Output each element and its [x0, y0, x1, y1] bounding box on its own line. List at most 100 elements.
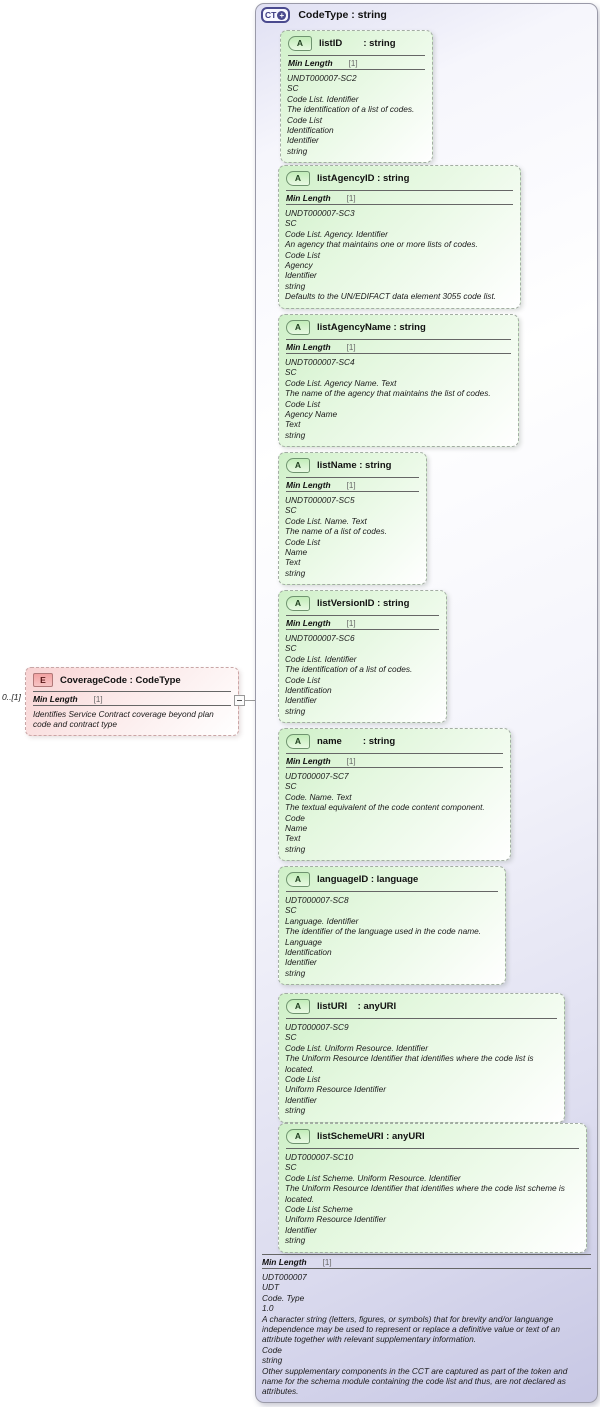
attribute-icon: A: [286, 458, 310, 473]
divider: [286, 491, 419, 492]
attribute-title: listURI : anyURI: [317, 1001, 397, 1012]
attribute-facet-row: Min Length [1]: [279, 191, 520, 204]
facet-value: [1]: [346, 194, 356, 203]
attribute-facet-row: Min Length [1]: [281, 56, 432, 69]
minus-icon: [237, 700, 242, 701]
attribute-title: listName : string: [317, 460, 392, 471]
element-icon: E: [33, 673, 53, 687]
attribute-icon: A: [286, 999, 310, 1014]
attribute-header: A listVersionID : string: [279, 591, 446, 615]
attribute-icon: A: [286, 596, 310, 611]
facet-value: [1]: [93, 695, 103, 704]
cardinality-label: 0..[1]: [2, 692, 21, 702]
codetype-header: CT+ CodeType : string: [261, 7, 387, 23]
facet-name-label: Min Length: [286, 756, 331, 766]
facet-name-label: Min Length: [33, 694, 78, 704]
element-facet-row: Min Length [1]: [26, 692, 238, 705]
facet-value: [1]: [322, 1258, 332, 1267]
divider: [286, 753, 503, 754]
attribute-facet-row: Min Length [1]: [279, 754, 510, 767]
attribute-box-name[interactable]: A name : string Min Length [1] UDT000007…: [278, 728, 511, 862]
divider: [262, 1254, 591, 1255]
divider: [286, 629, 439, 630]
element-header: E CoverageCode : CodeType: [26, 668, 238, 691]
facet-name-label: Min Length: [262, 1257, 307, 1267]
facet-value: [1]: [346, 757, 356, 766]
attribute-facet-row: Min Length [1]: [279, 340, 518, 353]
codetype-facet-row: Min Length [1]: [262, 1255, 591, 1268]
attribute-title: listVersionID : string: [317, 598, 410, 609]
attribute-title: languageID : language: [317, 874, 419, 885]
divider: [33, 705, 231, 706]
divider: [286, 615, 439, 616]
element-box-coveragecode[interactable]: E CoverageCode : CodeType Min Length [1]…: [25, 667, 239, 736]
attribute-title: listAgencyID : string: [317, 173, 410, 184]
element-description: Identifies Service Contract coverage bey…: [33, 709, 214, 729]
facet-name-label: Min Length: [286, 480, 331, 490]
attribute-header: A listName : string: [279, 453, 426, 477]
attribute-header: A listURI : anyURI: [279, 994, 564, 1018]
attribute-header: A name : string: [279, 729, 510, 753]
divider: [286, 353, 511, 354]
attribute-title: name : string: [317, 736, 396, 747]
divider: [286, 339, 511, 340]
facet-value: [1]: [346, 343, 356, 352]
attribute-facet-row: Min Length [1]: [279, 616, 446, 629]
divider: [286, 190, 513, 191]
attribute-box-listversionid[interactable]: A listVersionID : string Min Length [1] …: [278, 590, 447, 724]
facet-name-label: Min Length: [286, 618, 331, 628]
attribute-header: A listID : string: [281, 31, 432, 55]
attribute-title: listSchemeURI : anyURI: [317, 1131, 425, 1142]
divider: [33, 691, 231, 692]
attribute-header: A listSchemeURI : anyURI: [279, 1124, 586, 1148]
attribute-icon: A: [286, 872, 310, 887]
divider: [286, 477, 419, 478]
divider: [286, 1148, 579, 1149]
facet-value: [1]: [348, 59, 358, 68]
attribute-facet-row: Min Length [1]: [279, 478, 426, 491]
element-title: CoverageCode : CodeType: [60, 674, 181, 686]
attribute-icon: A: [288, 36, 312, 51]
attribute-icon: A: [286, 320, 310, 335]
complextype-icon-label: CT: [265, 10, 277, 20]
attribute-header: A listAgencyID : string: [279, 166, 520, 190]
divider: [286, 1018, 557, 1019]
divider: [288, 55, 425, 56]
facet-name-label: Min Length: [288, 58, 333, 68]
collapse-toggle[interactable]: [234, 695, 245, 706]
attribute-box-listname[interactable]: A listName : string Min Length [1] UNDT0…: [278, 452, 427, 586]
facet-value: [1]: [346, 481, 356, 490]
divider: [288, 69, 425, 70]
attribute-icon: A: [286, 1129, 310, 1144]
facet-name-label: Min Length: [286, 193, 331, 203]
facet-value: [1]: [346, 619, 356, 628]
divider: [286, 204, 513, 205]
divider: [286, 767, 503, 768]
divider: [286, 891, 498, 892]
attribute-header: A listAgencyName : string: [279, 315, 518, 339]
attribute-box-listagencyid[interactable]: A listAgencyID : string Min Length [1] U…: [278, 165, 521, 309]
codetype-title: CodeType : string: [298, 9, 387, 21]
attribute-icon: A: [286, 171, 310, 186]
attribute-box-listid[interactable]: A listID : string Min Length [1] UNDT000…: [280, 30, 433, 164]
attribute-title: listID : string: [319, 38, 396, 49]
facet-name-label: Min Length: [286, 342, 331, 352]
attribute-header: A languageID : language: [279, 867, 505, 891]
attribute-box-listagencyname[interactable]: A listAgencyName : string Min Length [1]…: [278, 314, 519, 448]
plus-icon: +: [277, 10, 287, 20]
attribute-icon: A: [286, 734, 310, 749]
divider: [262, 1268, 591, 1269]
